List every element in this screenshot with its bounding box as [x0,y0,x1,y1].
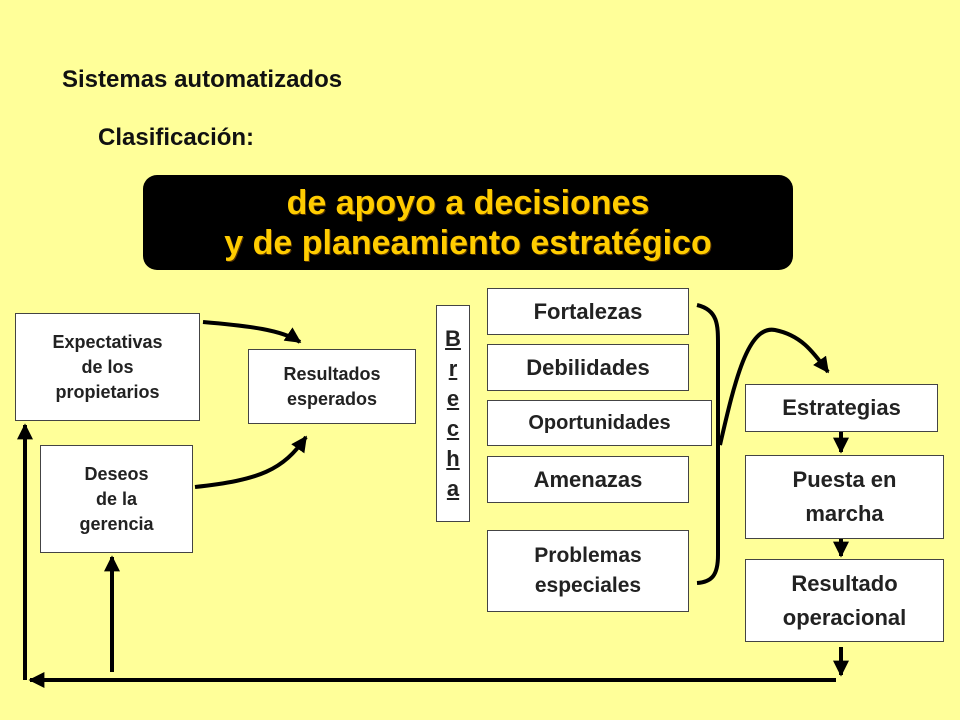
banner-line-2: y de planeamiento estratégico [224,223,712,262]
brecha-letter-2: r [448,355,458,381]
slide-title: Sistemas automatizados [62,66,343,93]
box-problemas-especiales: Problemas especiales [487,530,689,612]
classification-banner: de apoyo a decisiones y de planeamiento … [143,175,793,270]
arrow-expectativas-to-resultados [202,320,302,344]
brecha-letter-6: a [446,475,460,501]
puesta-line-2: marcha [805,501,884,526]
box-estrategias: Estrategias [745,384,938,432]
box-expectativas: Expectativas de los propietarios [15,313,200,421]
resultados-line-1: Resultados [283,363,381,384]
amenazas-label: Amenazas [533,466,643,492]
fortalezas-label: Fortalezas [533,298,643,324]
debilidades-label: Debilidades [526,354,650,380]
banner-line-1: de apoyo a decisiones [286,183,650,222]
resultado-op-line-2: operacional [782,604,907,630]
expectativas-line-2: de los [81,356,134,377]
box-resultados-esperados: Resultados esperados [248,349,416,424]
arrow-brace-to-estrategias [718,327,830,446]
box-brecha: B r e c h a [436,305,470,522]
deseos-line-3: gerencia [79,513,154,534]
resultado-op-line-1: Resultado [791,570,898,596]
box-oportunidades: Oportunidades [487,400,712,446]
brecha-letter-4: c [446,415,460,441]
swot-brace [696,303,720,585]
box-amenazas: Amenazas [487,456,689,503]
oportunidades-label: Oportunidades [528,411,671,434]
box-resultado-operacional: Resultado operacional [745,559,944,642]
estrategias-label: Estrategias [782,395,901,420]
problemas-line-2: especiales [534,574,642,597]
box-debilidades: Debilidades [487,344,689,391]
brecha-letter-5: h [446,445,460,471]
expectativas-line-3: propietarios [55,381,160,402]
deseos-line-2: de la [95,488,137,509]
arrow-deseos-to-resultados [194,435,308,489]
box-puesta-en-marcha: Puesta en marcha [745,455,944,539]
box-fortalezas: Fortalezas [487,288,689,335]
expectativas-line-1: Expectativas [52,331,163,352]
brecha-letter-3: e [446,385,460,411]
slide-subtitle: Clasificación: [98,124,255,151]
problemas-line-1: Problemas [534,544,642,567]
puesta-line-1: Puesta en [792,467,897,492]
box-deseos-gerencia: Deseos de la gerencia [40,445,193,553]
resultados-line-2: esperados [286,388,378,409]
brecha-letter-1: B [445,325,461,351]
deseos-line-1: Deseos [84,463,149,484]
